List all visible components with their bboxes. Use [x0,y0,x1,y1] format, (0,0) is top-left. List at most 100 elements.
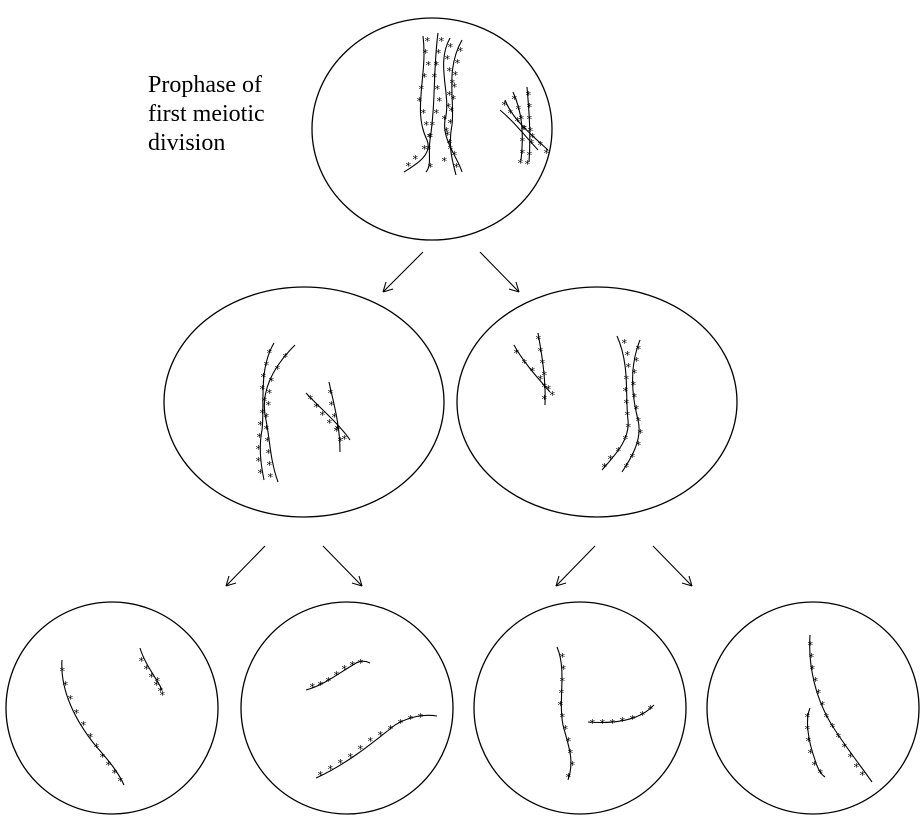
arrow-to-gamete-1 [225,545,266,587]
gene-marker: * [331,411,338,424]
gene-marker: * [417,711,424,724]
gene-marker: * [446,89,453,102]
gene-marker: * [422,47,429,60]
daughter-cell-left-group: ********************************* [163,286,445,518]
gene-marker: * [545,383,552,396]
gene-marker: * [639,709,646,722]
gene-marker: * [529,365,536,378]
gene-marker: * [436,95,443,108]
gene-marker: * [624,409,631,422]
gene-marker: * [159,689,166,702]
gamete-2-group: ****************** [240,601,454,815]
gene-marker: * [266,347,273,360]
gene-marker: * [438,35,445,48]
chromosome-strand [403,35,429,173]
gene-marker: * [511,93,518,106]
gene-marker: * [507,107,514,120]
gene-marker: * [143,663,150,676]
gene-marker: * [412,153,419,166]
gene-markers: ****************** [557,651,654,784]
gene-marker: * [453,161,460,174]
gene-marker: * [454,57,461,70]
daughter-cell-right-group: *********************************** [456,286,738,518]
gene-marker: * [313,401,320,414]
gene-marker: * [255,443,262,456]
gene-marker: * [446,65,453,78]
gene-marker: * [425,59,432,72]
gene-marker: * [59,665,66,678]
gene-markers: ****************** [59,655,166,788]
gene-marker: * [452,69,459,82]
gene-marker: * [535,333,542,346]
gamete-2 [240,601,454,815]
gene-marker: * [424,35,431,48]
gene-marker: * [421,143,428,156]
gene-marker: * [541,381,548,394]
arrow-to-gamete-4 [652,545,693,587]
gene-marker: * [521,357,528,370]
gene-marker: * [537,373,544,386]
gene-marker: * [635,415,642,428]
gene-marker: * [629,713,636,726]
gene-marker: * [328,399,335,412]
gene-marker: * [807,747,814,760]
gene-marker: * [334,423,341,436]
chromosome-strand [443,37,463,173]
gene-marker: * [559,651,566,664]
gene-marker: * [337,757,344,770]
gene-marker: * [266,387,273,400]
chromosome-strand [315,714,438,779]
gene-marker: * [444,53,451,66]
gene-marker: * [405,160,412,173]
gene-marker: * [426,131,433,144]
chromosome-strand [537,332,546,406]
gene-marker: * [819,699,826,712]
gene-marker: * [260,371,267,384]
gene-marker: * [327,387,334,400]
gene-marker: * [518,113,525,126]
gene-marker: * [138,655,145,668]
gene-markers: *********************************** [513,333,644,474]
gene-marker: * [559,675,566,688]
parent-cell-group: ****************************************… [311,17,553,241]
gene-marker: * [257,419,264,432]
gene-marker: * [835,731,842,744]
chromosome-strand [425,32,439,173]
gene-marker: * [309,681,316,694]
gene-marker: * [524,158,531,171]
chromosome-strand [512,91,523,161]
gene-marker: * [357,657,364,670]
gene-markers: ******************* [804,639,866,782]
gene-marker: * [434,83,441,96]
gene-marker: * [625,421,632,434]
gene-marker: * [448,105,455,118]
arrow-to-gamete-3 [555,545,596,587]
stage-label-line-1: Prophase of [148,72,262,98]
gene-marker: * [457,45,464,58]
gene-marker: * [543,147,550,160]
gamete-4-group: ******************* [706,601,920,815]
gene-marker: * [441,113,448,126]
gene-marker: * [805,735,812,748]
gene-marker: * [416,95,423,108]
gene-marker: * [537,345,544,358]
gene-marker: * [817,767,824,780]
gene-marker: * [513,347,520,360]
gene-marker: * [153,679,160,692]
gamete-1 [5,601,219,815]
gene-marker: * [569,759,576,772]
gene-marker: * [823,711,830,724]
gene-marker: * [631,391,638,404]
gene-marker: * [647,703,654,716]
gene-marker: * [282,351,289,364]
gene-marker: * [157,685,164,698]
gene-marker: * [111,767,118,780]
gene-marker: * [87,731,94,744]
gene-marker: * [73,707,80,720]
gene-marker: * [629,451,636,464]
gene-marker: * [444,129,451,142]
gene-marker: * [635,439,642,452]
gene-marker: * [387,723,394,736]
chromosome-strand [259,342,275,481]
